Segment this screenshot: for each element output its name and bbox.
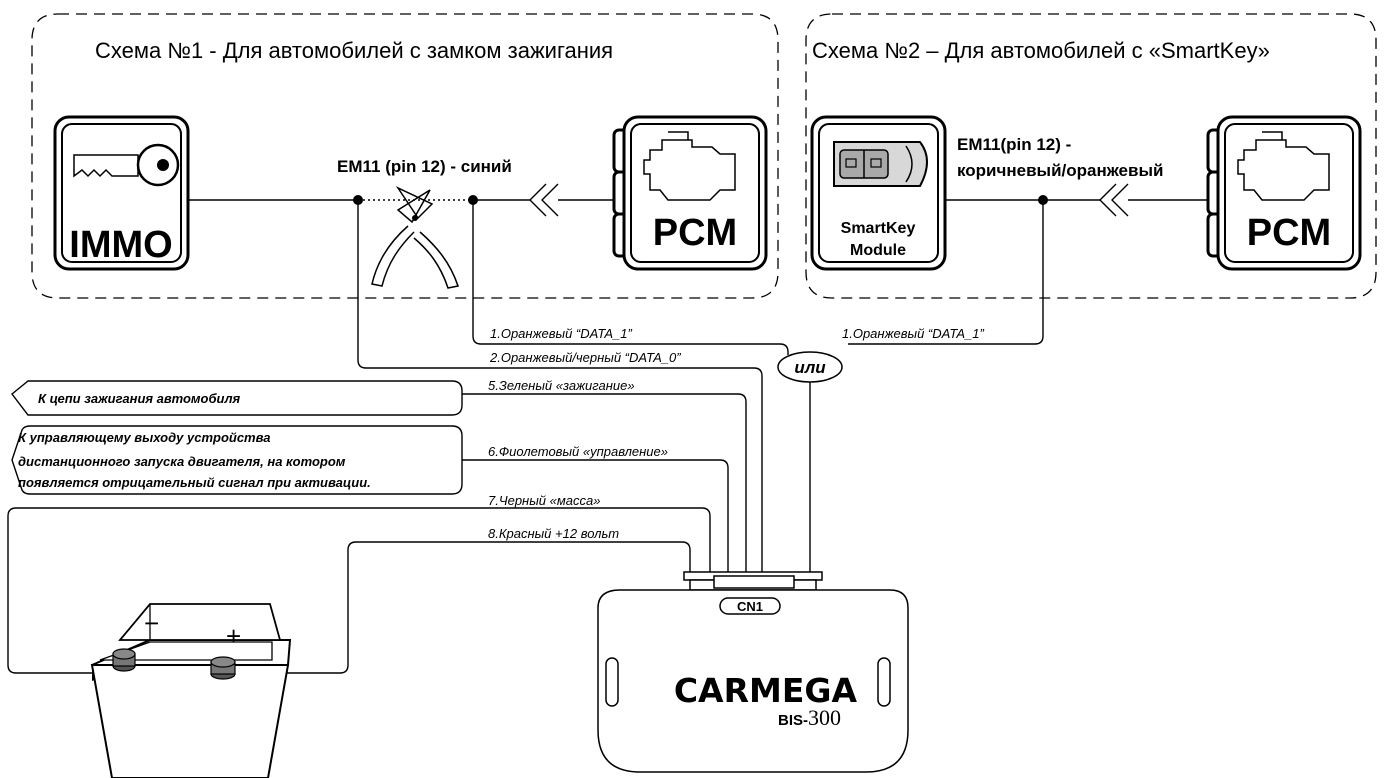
pcm-module-scheme1: PCM [612,115,768,271]
battery-icon: − + [90,603,292,778]
remote-note-line3: появляется отрицательный сигнал при акти… [18,475,371,490]
scheme2-border [805,13,1377,299]
scheme2-em-label-line1: EM11(pin 12) - [957,135,1071,154]
smartkey-fob-icon [833,141,928,187]
engine-icon [1237,131,1330,201]
remote-note-line2: дистанционного запуска двигателя, на кот… [18,454,346,469]
scheme1-border [31,13,779,299]
wire-cutter-icon [371,186,459,289]
wire5-label: 5.Зеленый «зажигание» [488,378,635,393]
scheme2-em-label-line2: коричневый/оранжевый [957,161,1163,180]
scheme2-title: Схема №2 – Для автомобилей с «SmartKey» [812,38,1270,63]
engine-icon [643,131,736,201]
pcm1-label: PCM [653,212,737,254]
wire2-label: 2.Оранжевый/черный “DATA_0” [489,350,681,365]
wire1-scheme1-label: 1.Оранжевый “DATA_1” [490,326,632,341]
mount-slot [605,657,619,707]
wire7-label: 7.Черный «масса» [488,493,600,508]
smartkey-label-line1: SmartKey [841,220,916,237]
module-brand: CARMEGA [674,671,858,710]
scheme1-em-label: EM11 (pin 12) - синий [337,157,512,176]
immo-module: IMMO [53,115,190,271]
remote-note-line1: К управляющему выходу устройства [18,430,271,445]
connector-arrow-icon [1099,183,1129,217]
immo-label: IMMO [69,224,172,266]
smartkey-label-line2: Module [850,242,906,259]
ignition-note-text: К цепи зажигания автомобиля [38,391,241,406]
scheme1-title: Схема №1 - Для автомобилей с замком зажи… [95,38,613,63]
battery-minus: − [144,608,159,638]
connector-arrow-icon [529,183,559,217]
wire6-label: 6.Фиолетовый «управление» [488,444,668,459]
or-label: или [794,358,826,377]
connector-cn1-label: CN1 [737,599,763,614]
mount-slot [877,657,891,707]
wire8-label: 8.Красный +12 вольт [488,526,619,541]
remote-start-note: К управляющему выходу устройства дистанц… [11,425,463,495]
carmega-module: CN1 CARMEGA BIS-300 [597,571,909,773]
battery-plus: + [226,621,241,651]
module-model: BIS-300 [778,705,841,730]
pcm-module-scheme2: PCM [1206,115,1362,271]
key-icon [73,143,180,187]
pcm2-label: PCM [1247,212,1331,254]
smartkey-module: SmartKey Module [810,115,947,271]
wire1-scheme2-label: 1.Оранжевый “DATA_1” [842,326,984,341]
ignition-note: К цепи зажигания автомобиля [11,380,463,416]
